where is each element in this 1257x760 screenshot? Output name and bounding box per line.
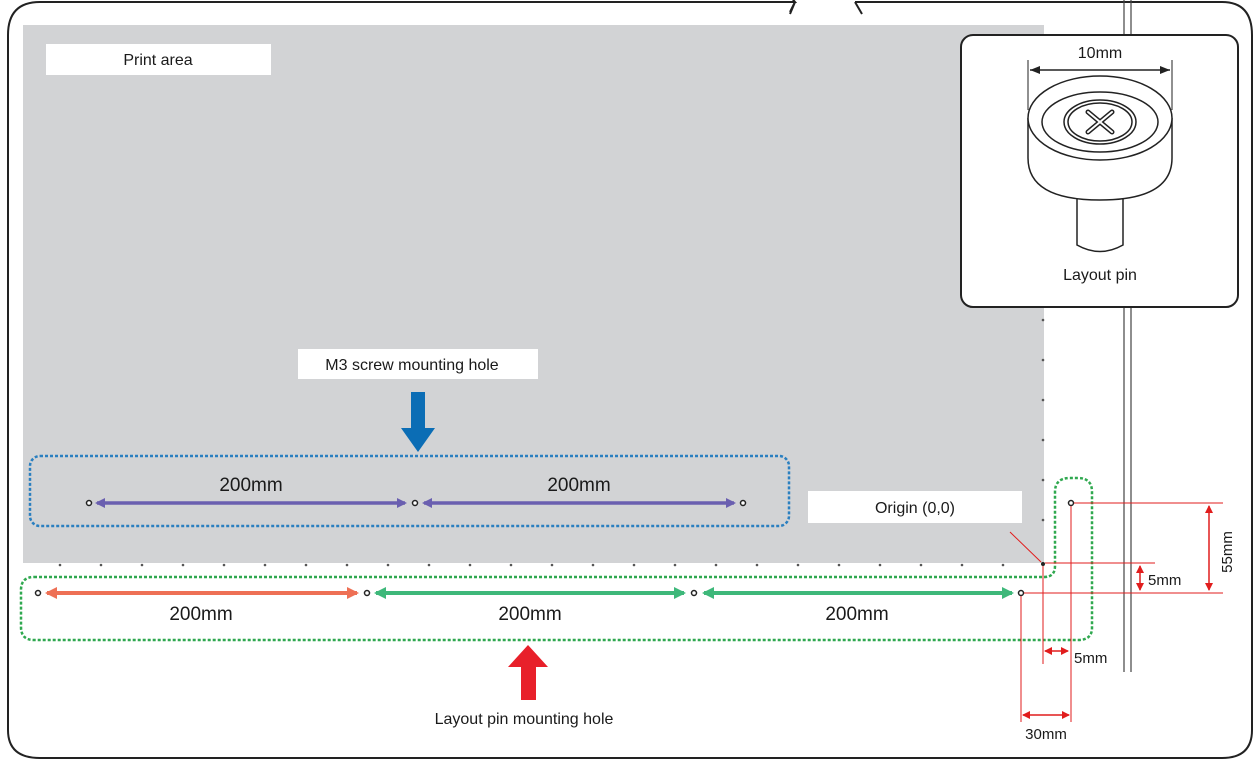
bed-notch	[789, 1, 863, 15]
edge-dots-right	[1041, 318, 1045, 522]
print-area-label-box	[46, 44, 271, 75]
m3-holes	[85, 499, 747, 507]
origin-label-box	[808, 491, 1022, 523]
dimension-lines	[1020, 502, 1223, 722]
pin-span-label-1: 200mm	[169, 604, 232, 625]
screw-span-label-2: 200mm	[547, 475, 610, 496]
edge-dots-bottom	[58, 563, 1005, 567]
screw-span-label-1: 200mm	[219, 475, 282, 496]
origin-leader	[1009, 531, 1042, 563]
pin-hole-label: Layout pin mounting hole	[435, 711, 614, 728]
layout-pin-label: Layout pin	[1063, 267, 1137, 284]
dim-30mm-label: 30mm	[1025, 726, 1067, 743]
origin-label: Origin (0,0)	[875, 500, 955, 517]
pin-span-label-3: 200mm	[825, 604, 888, 625]
m3-hole-label-box	[298, 349, 538, 379]
print-area	[23, 25, 1044, 563]
dim-5mm-vertical-label: 5mm	[1148, 572, 1181, 589]
dim-5mm-horizontal-label: 5mm	[1074, 650, 1107, 667]
layout-pin-illustration	[1027, 75, 1173, 253]
origin-point	[1041, 562, 1045, 566]
dim-55mm-label: 55mm	[1219, 531, 1236, 573]
pin-diameter-label: 10mm	[1078, 45, 1122, 62]
print-area-label: Print area	[123, 52, 192, 69]
pin-hole-outline	[19, 476, 1094, 642]
m3-pointer-arrow	[401, 392, 435, 452]
pin-pointer-arrow	[508, 645, 548, 700]
m3-hole-label: M3 screw mounting hole	[325, 357, 499, 374]
pin-span-label-2: 200mm	[498, 604, 561, 625]
pin-holes	[34, 499, 1075, 597]
